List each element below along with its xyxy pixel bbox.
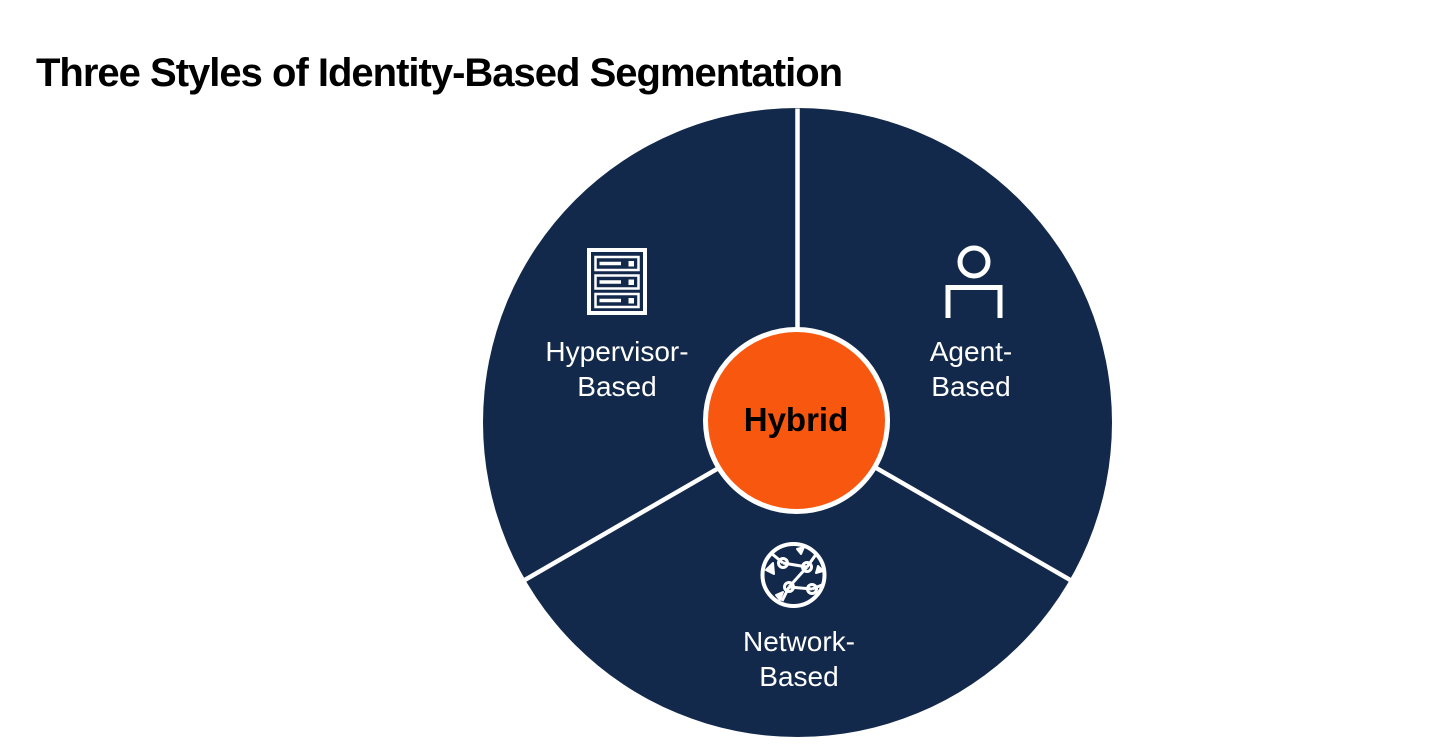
segment-label-agent-based: Agent- Based (929, 336, 1013, 402)
segment-label-network-based: Network- Based (742, 626, 855, 692)
center-label-hybrid: Hybrid (743, 401, 849, 438)
page-title: Three Styles of Identity-Based Segmentat… (36, 50, 843, 95)
agent-person-icon (945, 245, 1003, 318)
hybrid-center-circle (703, 327, 890, 514)
network-globe-icon (760, 542, 827, 608)
segment-label-hypervisor-based: Hypervisor- Based (545, 336, 689, 402)
server-rack-icon (587, 248, 647, 315)
